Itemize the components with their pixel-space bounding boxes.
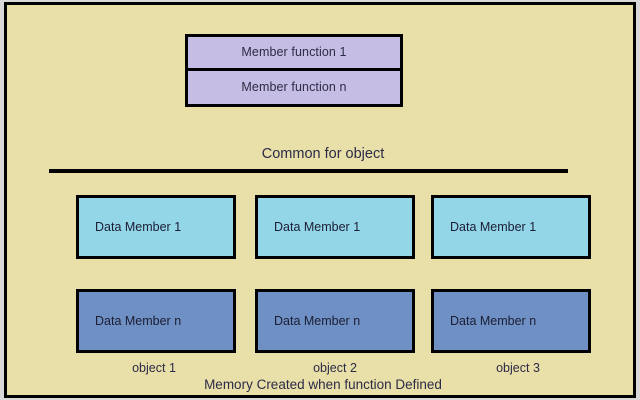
object-2-data-member-1-label: Data Member 1 bbox=[274, 220, 361, 234]
spacer bbox=[255, 259, 415, 289]
object-1-data-member-1-label: Data Member 1 bbox=[95, 220, 182, 234]
object-1-caption: object 1 bbox=[132, 361, 176, 375]
object-2-caption: object 2 bbox=[313, 361, 357, 375]
object-1-data-member-n-box: Data Member n bbox=[76, 289, 236, 353]
member-function-n-box: Member function n bbox=[188, 70, 400, 104]
divider-rule bbox=[49, 169, 568, 173]
object-2-data-member-n-box: Data Member n bbox=[255, 289, 415, 353]
object-1-data-member-n-label: Data Member n bbox=[95, 314, 182, 328]
object-column-1: Data Member 1 Data Member n object 1 bbox=[76, 195, 236, 375]
spacer bbox=[76, 259, 236, 289]
object-column-2: Data Member 1 Data Member n object 2 bbox=[255, 195, 415, 375]
member-function-1-box: Member function 1 bbox=[188, 37, 400, 71]
object-3-data-member-1-box: Data Member 1 bbox=[431, 195, 591, 259]
object-3-caption: object 3 bbox=[496, 361, 540, 375]
member-function-1-label: Member function 1 bbox=[241, 45, 347, 60]
object-3-data-member-1-label: Data Member 1 bbox=[450, 220, 537, 234]
object-1-data-member-1-box: Data Member 1 bbox=[76, 195, 236, 259]
member-function-n-label: Member function n bbox=[241, 80, 347, 95]
object-3-data-member-n-label: Data Member n bbox=[450, 314, 537, 328]
common-for-object-label: Common for object bbox=[261, 146, 385, 162]
diagram-frame: Member function 1 Member function n Comm… bbox=[4, 2, 636, 398]
member-function-stack: Member function 1 Member function n bbox=[185, 34, 403, 107]
object-2-data-member-n-label: Data Member n bbox=[274, 314, 361, 328]
object-2-data-member-1-box: Data Member 1 bbox=[255, 195, 415, 259]
object-column-3: Data Member 1 Data Member n object 3 bbox=[431, 195, 591, 375]
object-3-data-member-n-box: Data Member n bbox=[431, 289, 591, 353]
diagram-bottom-caption: Memory Created when function Defined bbox=[204, 377, 442, 392]
spacer bbox=[431, 259, 591, 289]
